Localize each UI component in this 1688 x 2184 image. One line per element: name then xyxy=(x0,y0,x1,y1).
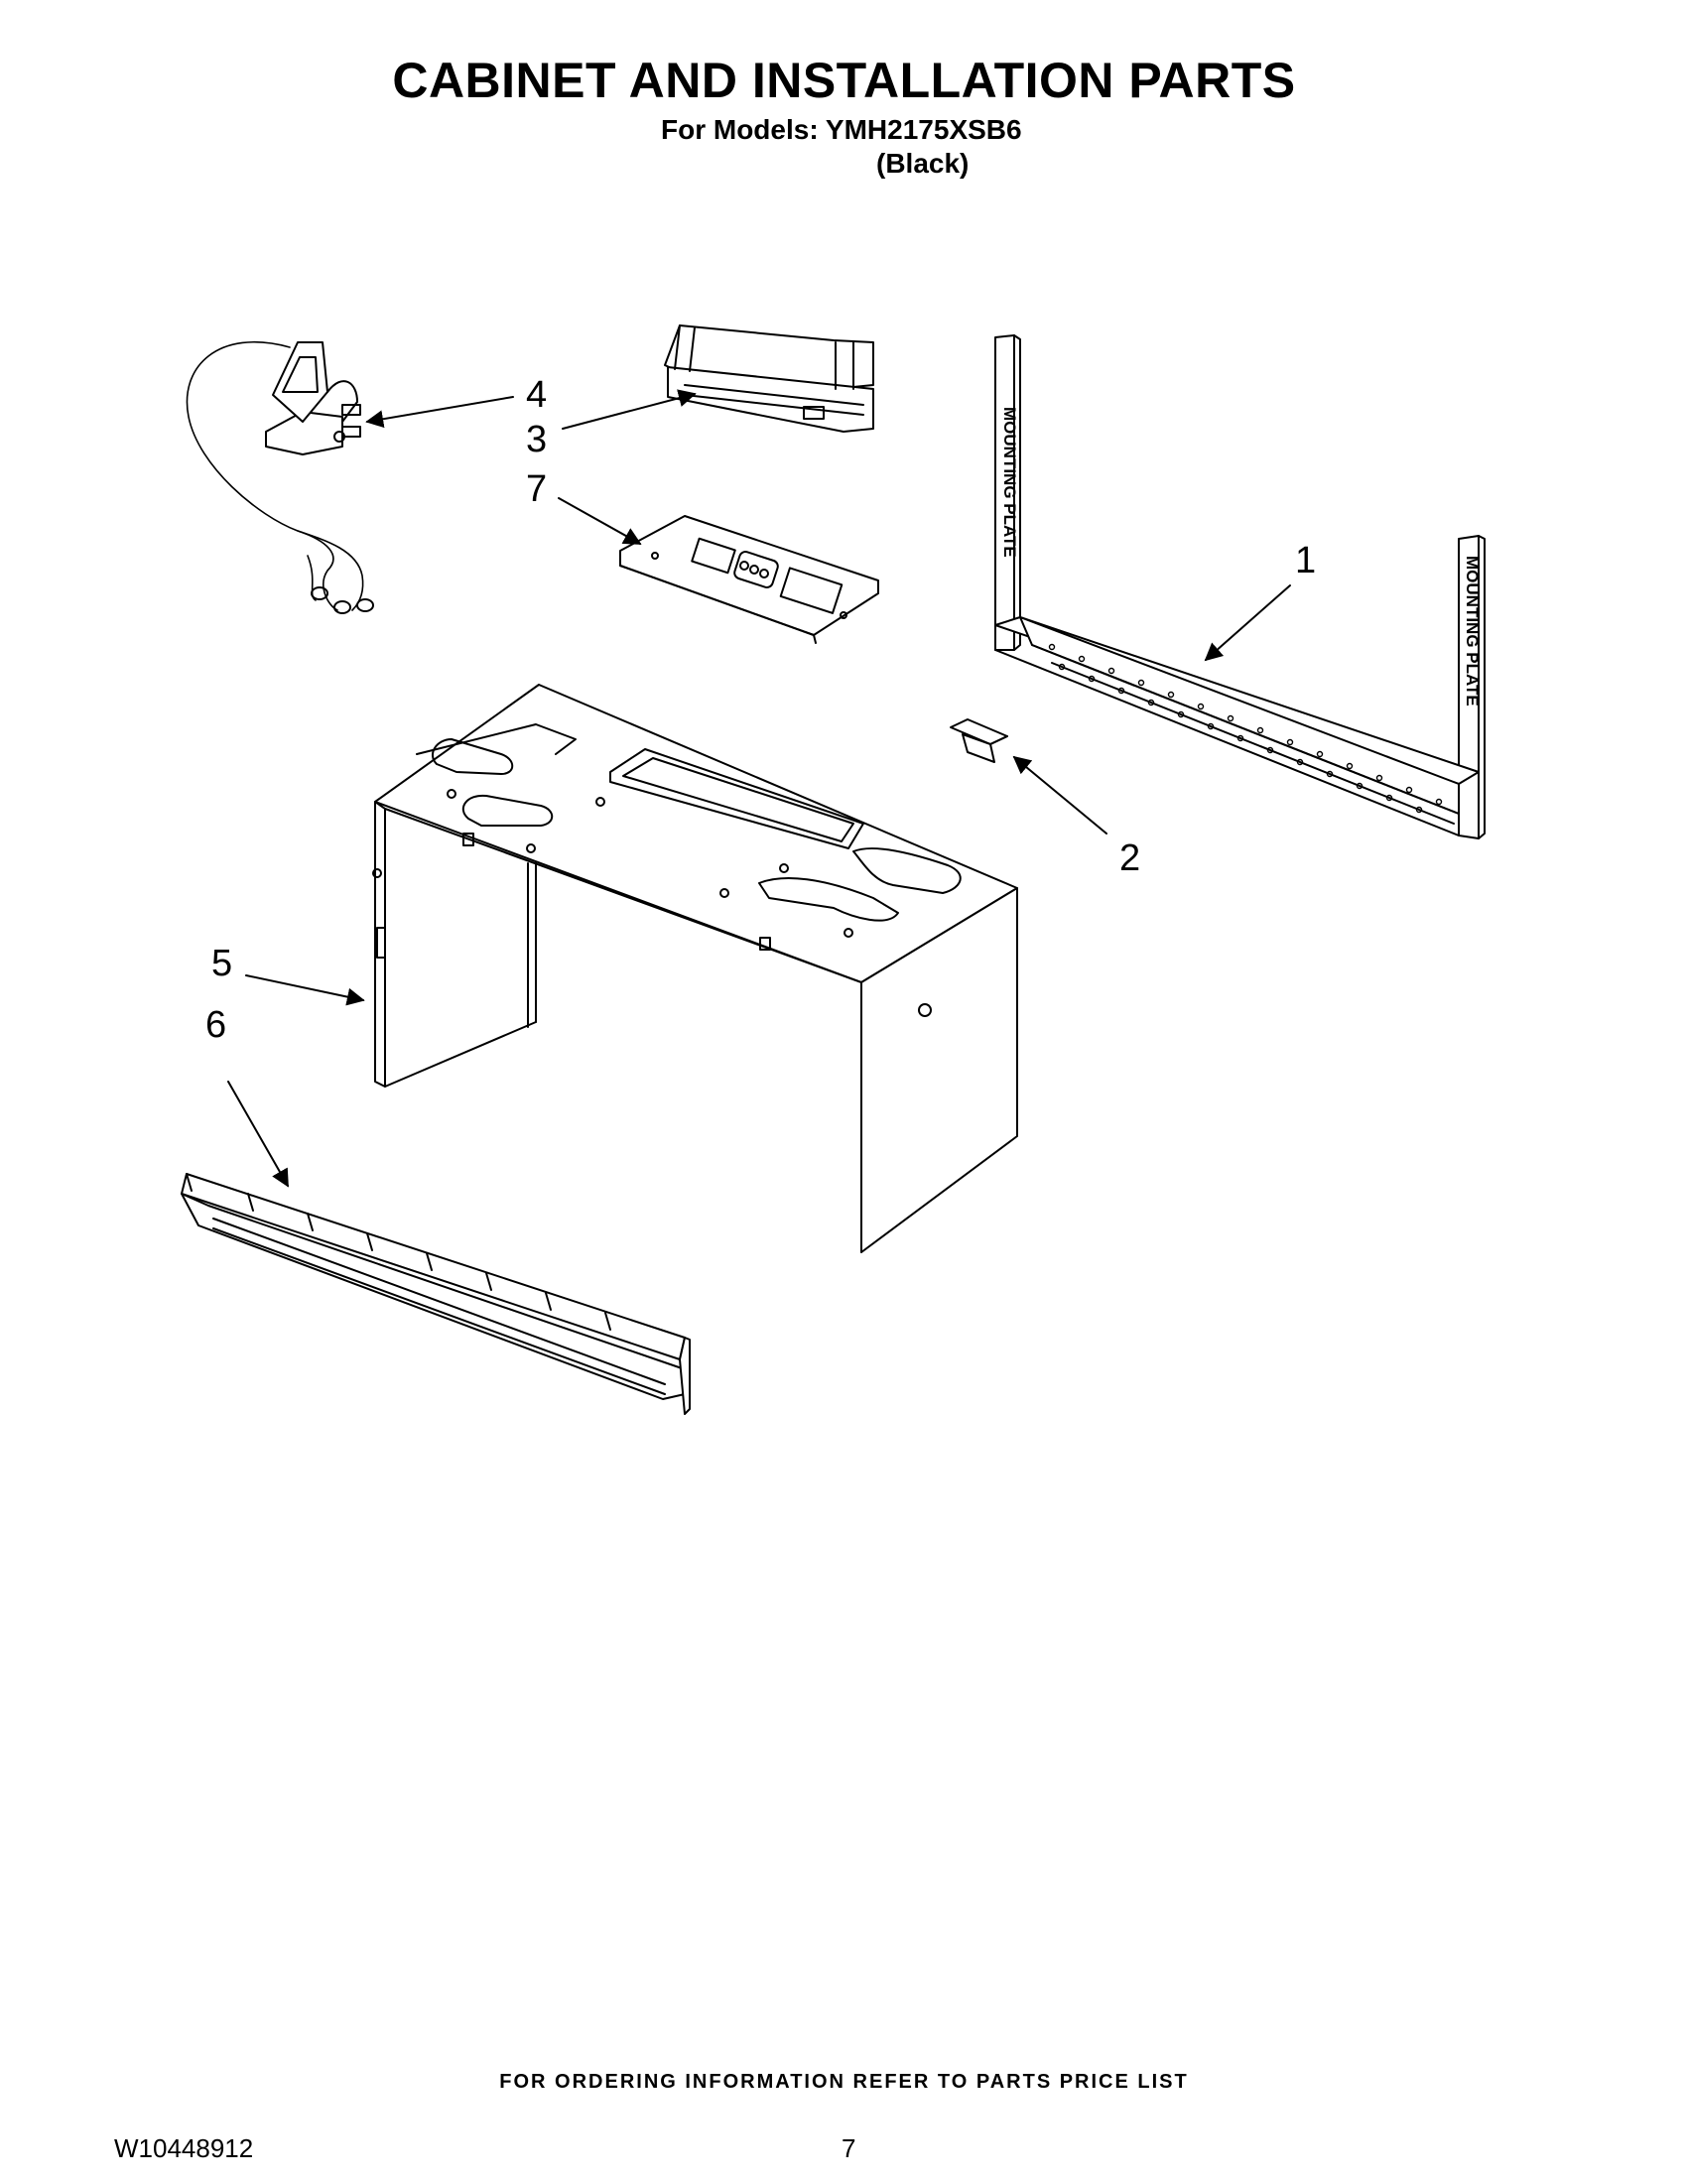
mounting-plate-label-right: MOUNTING PLATE xyxy=(1463,556,1482,707)
mounting-plate-part xyxy=(994,334,1486,839)
callout-3: 3 xyxy=(526,419,547,460)
callout-1: 1 xyxy=(1295,540,1316,581)
callout-leaders xyxy=(227,389,1291,1188)
document-number: W10448912 xyxy=(114,2133,254,2163)
page-title: CABINET AND INSTALLATION PARTS xyxy=(392,53,1296,108)
color-line: (Black) xyxy=(876,148,970,179)
cabinet-part xyxy=(372,684,1018,1253)
page-number: 7 xyxy=(842,2133,856,2163)
callout-7: 7 xyxy=(526,468,547,510)
callout-4: 4 xyxy=(526,374,547,416)
callout-6: 6 xyxy=(205,1004,226,1046)
vent-grille-part xyxy=(181,1173,691,1415)
callout-5: 5 xyxy=(211,943,232,984)
mounting-plate-label-left: MOUNTING PLATE xyxy=(1000,407,1019,558)
damper-assembly-part xyxy=(664,324,874,433)
callout-2: 2 xyxy=(1119,837,1140,879)
bracket-plate-part xyxy=(619,515,879,644)
models-line: For Models: YMH2175XSB6 xyxy=(661,114,1022,145)
ordering-note: FOR ORDERING INFORMATION REFER TO PARTS … xyxy=(499,2071,1189,2093)
power-cord-part xyxy=(186,341,374,614)
clip-part xyxy=(950,718,1008,763)
